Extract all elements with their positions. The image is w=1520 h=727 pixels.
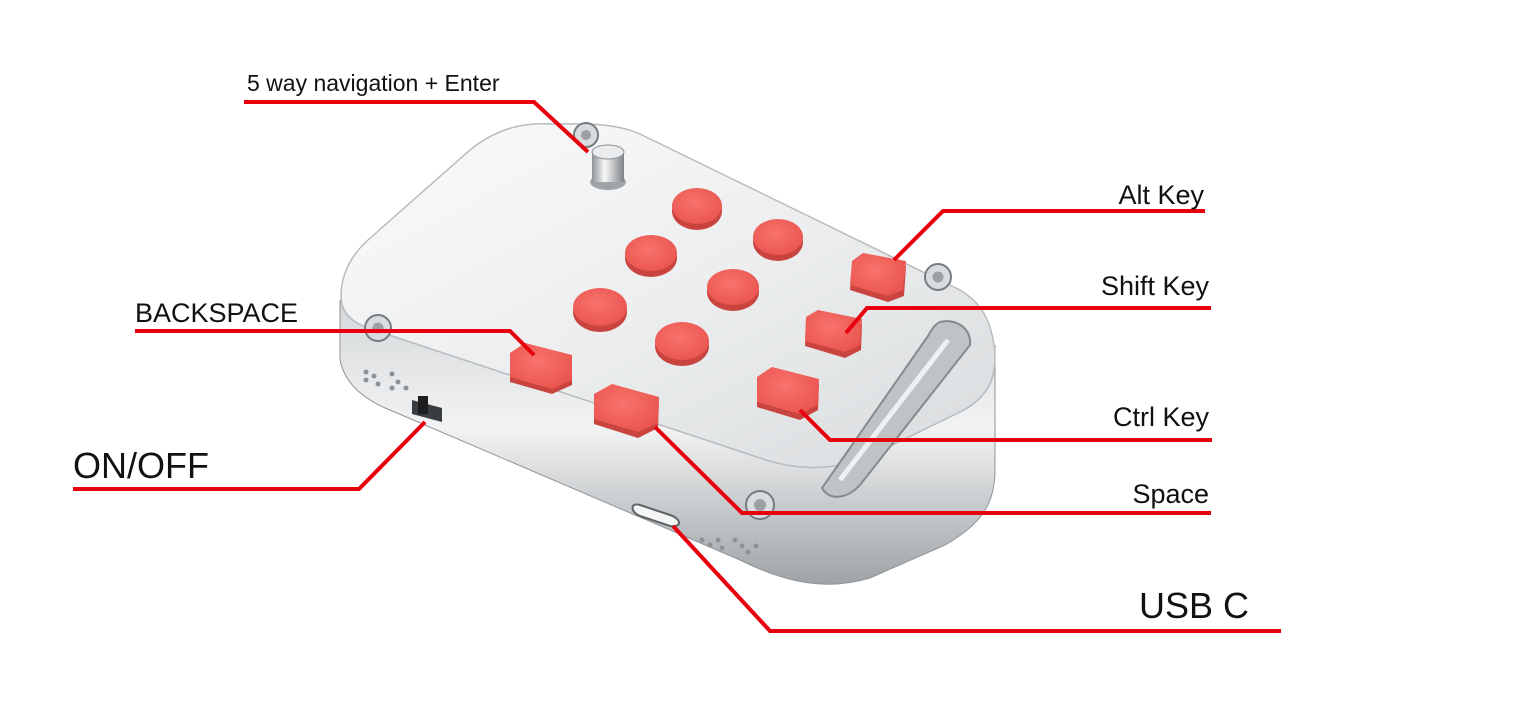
round-key	[753, 219, 803, 261]
alt-key	[850, 253, 906, 302]
braille-dots-icon	[699, 537, 759, 555]
round-key	[672, 188, 722, 230]
backspace-key	[510, 343, 572, 394]
screw-icon	[364, 314, 392, 342]
square-keys	[510, 253, 906, 438]
device-top-plate	[340, 122, 996, 469]
space-leader-line	[653, 425, 1211, 515]
shift-key	[805, 310, 862, 358]
joystick-icon	[590, 144, 626, 190]
ctrl-leader-line	[798, 408, 1212, 442]
usb-c-port-icon	[631, 503, 680, 528]
round-key	[625, 235, 677, 277]
round-key	[573, 288, 627, 332]
alt-leader-line	[892, 209, 1205, 262]
label-backspace: BACKSPACE	[135, 298, 299, 328]
slot-highlight	[838, 338, 950, 482]
backspace-leader-line	[135, 329, 536, 357]
onoff-leader-line	[73, 420, 427, 491]
screw-icon	[573, 122, 599, 148]
screw-icon	[924, 263, 952, 291]
usb-leader-line	[671, 524, 1281, 633]
label-space: Space	[1132, 479, 1209, 509]
nav-leader-line	[244, 100, 590, 154]
braille-dots-icon	[363, 369, 409, 391]
ctrl-key	[757, 367, 819, 420]
label-on-off: ON/OFF	[73, 445, 209, 486]
round-key	[655, 322, 709, 366]
shift-leader-line	[844, 306, 1211, 335]
label-5-way-navigation: 5 way navigation + Enter	[247, 70, 500, 96]
space-key	[594, 384, 659, 438]
label-usb-c: USB C	[1138, 585, 1249, 626]
label-shift-key: Shift Key	[1100, 271, 1209, 301]
label-alt-key: Alt Key	[1118, 180, 1204, 210]
round-key	[707, 269, 759, 311]
label-ctrl-key: Ctrl Key	[1112, 402, 1209, 432]
round-keys	[573, 188, 803, 366]
leader-lines	[73, 100, 1281, 633]
switch-icon	[412, 396, 442, 422]
